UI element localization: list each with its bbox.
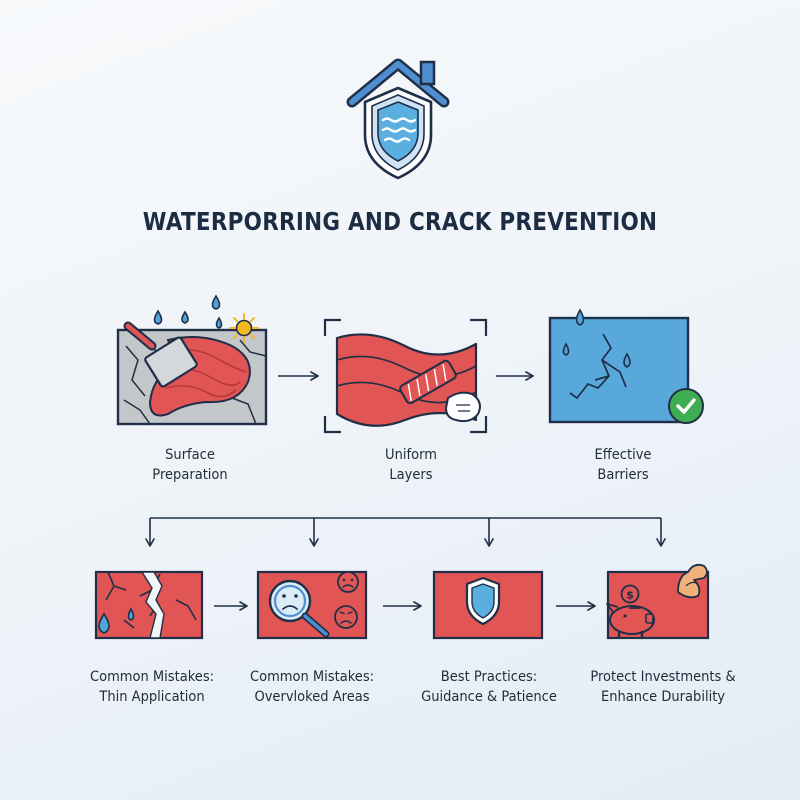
outcome-label-line1: Best Practices:: [440, 669, 538, 685]
house-shield-water-icon: [346, 58, 450, 180]
cracked-thin-coat-icon: [94, 570, 204, 640]
outcome-label-line1: Protect Investments &: [590, 669, 736, 685]
step-label-line2: Preparation: [152, 467, 228, 483]
outcome-label-protect-investments: Protect Investments & Enhance Durability: [578, 667, 749, 707]
outcome-label-line2: Guidance & Patience: [421, 689, 557, 705]
shield-panel-icon: [432, 570, 544, 640]
cracked-barrier-check-icon: [548, 308, 704, 424]
outcome-label-line1: Common Mistakes:: [89, 669, 215, 685]
outcome-label-line1: Common Mistakes:: [249, 669, 375, 685]
outcome-label-thin-application: Common Mistakes: Thin Application: [71, 667, 233, 707]
outcome-label-line2: Thin Application: [99, 689, 205, 705]
outcome-label-line2: Enhance Durability: [600, 689, 726, 705]
step-label-effective-barriers: Effective Barriers: [551, 445, 695, 485]
step-label-uniform-layers: Uniform Layers: [339, 445, 483, 485]
uniform-layer-roller-icon: [323, 318, 488, 434]
svg-text:$: $: [626, 589, 634, 602]
piggy-bank-muscle-icon: $: [606, 563, 710, 640]
step-label-surface-preparation: Surface Preparation: [118, 445, 262, 485]
cracked-surface-trowel-icon: [116, 294, 268, 426]
magnifier-sad-faces-icon: [256, 570, 368, 640]
page-title: WATERPORRING AND CRACK PREVENTION: [142, 207, 658, 236]
step-label-line1: Uniform: [385, 447, 437, 463]
outcome-label-overlooked-areas: Common Mistakes: Overvloked Areas: [231, 667, 393, 707]
step-label-line1: Surface: [165, 447, 215, 463]
outcome-label-line2: Overvloked Areas: [254, 689, 370, 705]
step-label-line1: Effective: [594, 447, 652, 463]
outcome-label-best-practices: Best Practices: Guidance & Patience: [408, 667, 570, 707]
step-label-line2: Layers: [389, 467, 433, 483]
step-label-line2: Barriers: [597, 467, 649, 483]
distribution-connector: [145, 517, 666, 547]
